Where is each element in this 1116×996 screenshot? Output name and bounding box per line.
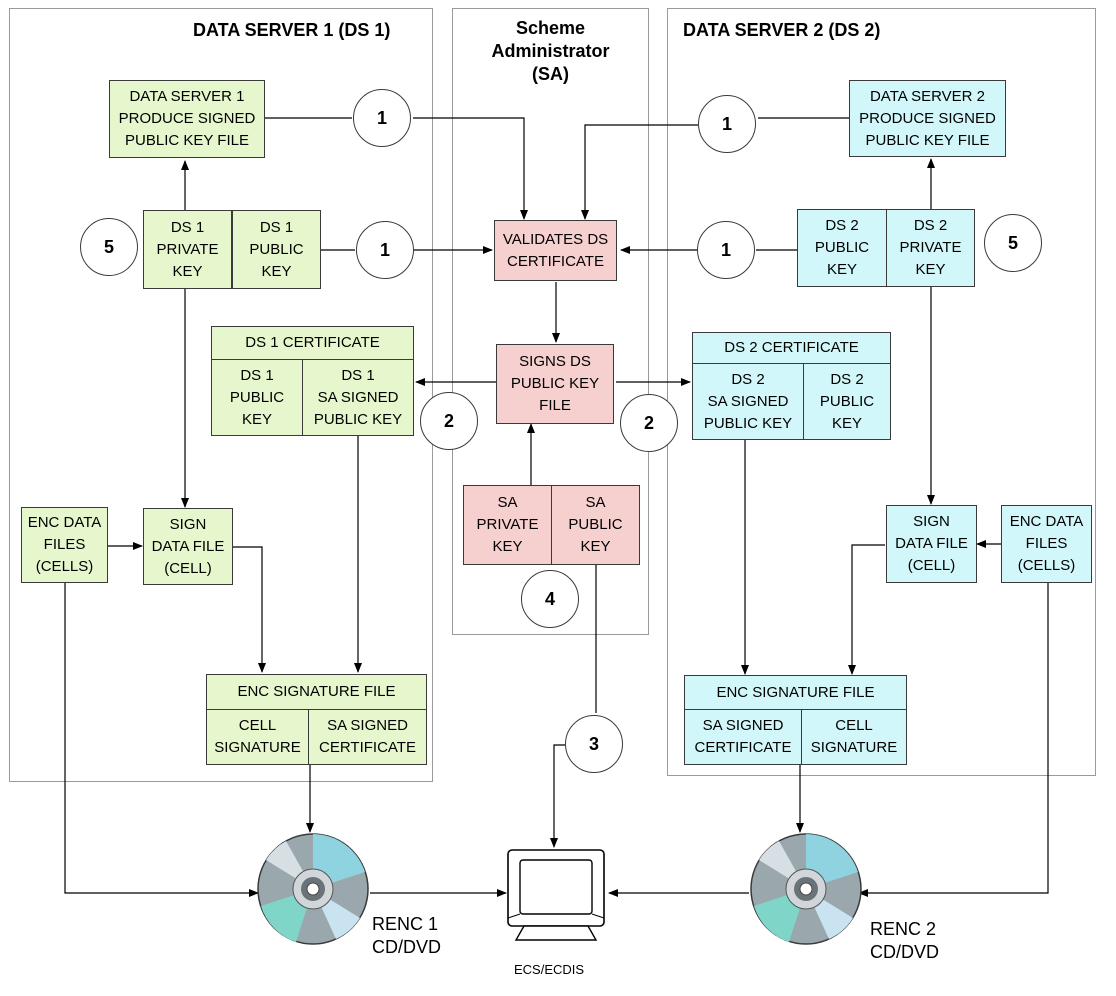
step-circle-4-sa-keys: 4 — [521, 570, 579, 628]
ds2-title: DATA SERVER 2 (DS 2) — [683, 20, 881, 40]
ds1-public-key-box: DS 1 PUBLIC KEY — [232, 210, 321, 289]
ds2-sign-data-file-box: SIGN DATA FILE (CELL) — [886, 505, 977, 583]
ds1-certificate-header: DS 1 CERTIFICATE — [211, 326, 414, 360]
sa-private-key-box: SA PRIVATE KEY — [463, 485, 552, 565]
ds2-enc-data-files-box: ENC DATA FILES (CELLS) — [1001, 505, 1092, 583]
sa-title: Scheme Administrator (SA) — [491, 18, 610, 84]
ds1-cert-public-key: DS 1 PUBLIC KEY — [211, 359, 303, 436]
ds2-signature-file-header: ENC SIGNATURE FILE — [684, 675, 907, 710]
ds2-region — [667, 8, 1096, 776]
ds2-cell-signature: CELL SIGNATURE — [801, 709, 907, 765]
step-circle-3-ecdis: 3 — [565, 715, 623, 773]
computer-monitor-icon — [507, 849, 605, 941]
ds2-private-key-box: DS 2 PRIVATE KEY — [886, 209, 975, 287]
ds1-cell-signature: CELL SIGNATURE — [206, 709, 309, 765]
step-circle-2-left: 2 — [420, 392, 478, 450]
step-circle-5-ds1: 5 — [80, 218, 138, 276]
sa-signs-public-key-box: SIGNS DS PUBLIC KEY FILE — [496, 344, 614, 424]
ds2-cert-sa-signed-key: DS 2 SA SIGNED PUBLIC KEY — [692, 363, 804, 440]
ds2-cert-public-key: DS 2 PUBLIC KEY — [803, 363, 891, 440]
ds1-enc-data-files-box: ENC DATA FILES (CELLS) — [21, 507, 108, 583]
renc2-media-label: RENC 2 CD/DVD — [870, 919, 940, 962]
ds1-private-key-box: DS 1 PRIVATE KEY — [143, 210, 232, 289]
ds1-produce-signed-key-box: DATA SERVER 1 PRODUCE SIGNED PUBLIC KEY … — [109, 80, 265, 158]
ecdis-label: ECS/ECDIS — [514, 962, 585, 977]
ds1-sign-data-file-box: SIGN DATA FILE (CELL) — [143, 508, 233, 585]
cd-disc-icon — [257, 833, 369, 945]
ds2-produce-signed-key-box: DATA SERVER 2 PRODUCE SIGNED PUBLIC KEY … — [849, 80, 1006, 157]
cd-disc-icon — [750, 833, 862, 945]
sa-region — [452, 8, 649, 635]
ds1-cert-sa-signed-key: DS 1 SA SIGNED PUBLIC KEY — [302, 359, 414, 436]
sa-validates-certificate-box: VALIDATES DS CERTIFICATE — [494, 220, 617, 281]
step-circle-1-ds2-pubkey: 1 — [697, 221, 755, 279]
step-circle-2-right: 2 — [620, 394, 678, 452]
ds1-signature-file-header: ENC SIGNATURE FILE — [206, 674, 427, 710]
step-circle-1-ds1-produce: 1 — [353, 89, 411, 147]
ds2-certificate-header: DS 2 CERTIFICATE — [692, 332, 891, 364]
ds1-region — [9, 8, 433, 782]
step-circle-5-ds2: 5 — [984, 214, 1042, 272]
renc1-media-label: RENC 1 CD/DVD — [372, 914, 442, 957]
ds2-sa-signed-certificate: SA SIGNED CERTIFICATE — [684, 709, 802, 765]
step-circle-1-ds1-pubkey: 1 — [356, 221, 414, 279]
ds1-sa-signed-certificate: SA SIGNED CERTIFICATE — [308, 709, 427, 765]
step-circle-1-ds2-produce: 1 — [698, 95, 756, 153]
sa-public-key-box: SA PUBLIC KEY — [551, 485, 640, 565]
ds2-public-key-box: DS 2 PUBLIC KEY — [797, 209, 887, 287]
ds1-title: DATA SERVER 1 (DS 1) — [193, 20, 391, 40]
